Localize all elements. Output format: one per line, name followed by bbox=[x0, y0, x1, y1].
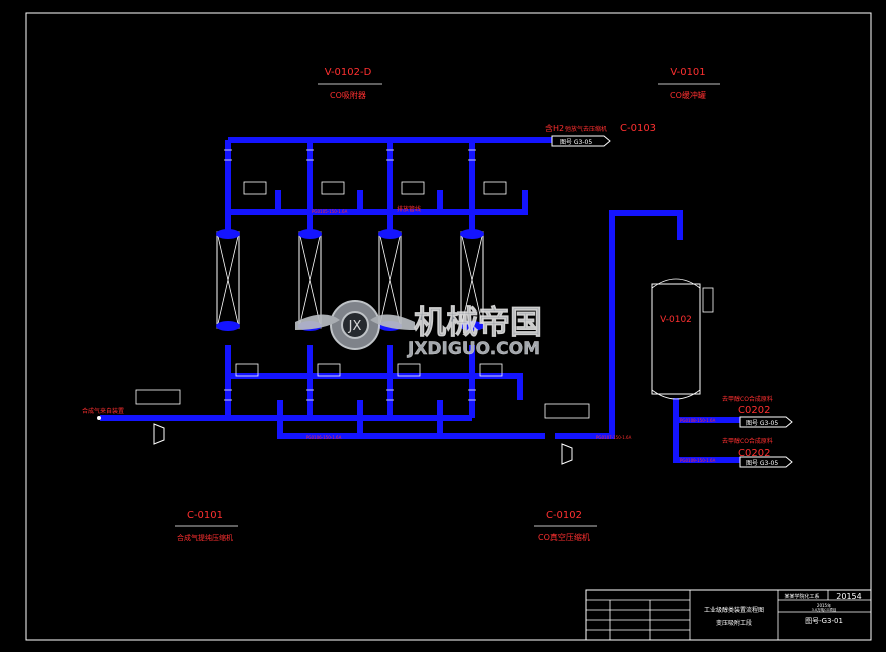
gear-logo-icon: JX bbox=[295, 300, 415, 350]
line-labels: PG0105-150-1.6A PG0106-150-1.6A PG0107-1… bbox=[306, 209, 716, 463]
line-label-4: PG0108-150-1.6A bbox=[680, 418, 716, 423]
title-block-number: 20154 bbox=[836, 592, 861, 601]
stream-co-out-1-label: 去甲醇CO合成原料 bbox=[722, 395, 773, 403]
stream-co-out-2: 去甲醇CO合成原料 C0202 图号 G3-05 bbox=[722, 437, 793, 468]
tag-v0102-d: V-0102-D CO吸附器 bbox=[318, 67, 382, 100]
tag-v0101-text: V-0101 bbox=[670, 67, 705, 78]
title-block-school: 某某学院化工系 bbox=[784, 593, 819, 600]
title-block: 某某学院化工系 20154 2015年 3.0万吨CO项目 工业级醇类装置流程图… bbox=[585, 589, 872, 641]
stream-co-out-1: 去甲醇CO合成原料 C0202 图号 G3-05 bbox=[722, 395, 793, 428]
watermark-en: JXDIGUO.COM bbox=[407, 339, 540, 359]
vessel-v0102: V-0102 bbox=[651, 278, 714, 400]
tag-v0102-d-text: V-0102-D bbox=[325, 67, 372, 78]
line-label-2: PG0106-150-1.6A bbox=[306, 435, 342, 440]
tag-c0101-text: C-0101 bbox=[187, 510, 223, 521]
stream-co-out-1-ref: 图号 G3-05 bbox=[746, 420, 778, 427]
tag-v0101: V-0101 CO缓冲罐 bbox=[658, 67, 720, 100]
tag-c0101-desc: 合成气提纯压缩机 bbox=[177, 533, 233, 542]
stream-top-outlet-ref: 图号 G3-05 bbox=[560, 139, 592, 146]
stream-mid-label: 排放管线 bbox=[397, 205, 421, 213]
title-block-rev: 2015年 bbox=[817, 602, 831, 608]
tag-c0101: C-0101 合成气提纯压缩机 bbox=[175, 510, 238, 542]
stream-feed: 合成气来自装置 bbox=[82, 407, 124, 420]
stream-top-outlet-to: C-0103 bbox=[620, 123, 656, 134]
stream-top-outlet-label: 含H2 bbox=[545, 123, 564, 133]
stream-mid: 排放管线 bbox=[397, 205, 421, 213]
title-block-title-2: 变压吸附工段 bbox=[716, 619, 752, 627]
tag-v0102-d-desc: CO吸附器 bbox=[330, 90, 366, 100]
stream-co-out-2-to: C0202 bbox=[738, 448, 770, 459]
watermark: JX 机械帝国 JXDIGUO.COM bbox=[295, 300, 542, 359]
valve-clusters bbox=[135, 149, 590, 419]
stream-co-out-2-label: 去甲醇CO合成原料 bbox=[722, 437, 773, 445]
adsorber-c bbox=[378, 229, 402, 331]
svg-text:JX: JX bbox=[348, 319, 362, 334]
stream-feed-label: 合成气来自装置 bbox=[82, 407, 124, 415]
adsorber-d bbox=[460, 229, 484, 331]
compressor-c0101 bbox=[153, 423, 165, 445]
line-label-5: PG0109-150-1.6A bbox=[680, 458, 716, 463]
tag-c0102: C-0102 CO真空压缩机 bbox=[534, 510, 597, 542]
watermark-cn: 机械帝国 bbox=[414, 303, 542, 341]
tag-c0102-text: C-0102 bbox=[546, 510, 582, 521]
adsorber-columns bbox=[216, 229, 484, 331]
stream-top-outlet-desc: 弛放气去压缩机 bbox=[565, 125, 607, 133]
title-block-drawing-no: 图号-G3-01 bbox=[805, 617, 843, 625]
drawing-frame bbox=[25, 12, 872, 641]
title-block-ref: 3.0万吨CO项目 bbox=[812, 607, 837, 612]
title-block-title-1: 工业级醇类装置流程图 bbox=[704, 606, 764, 614]
compressor-c0102 bbox=[561, 443, 573, 465]
stream-co-out-1-to: C0202 bbox=[738, 405, 770, 416]
stream-top-outlet: 含H2 弛放气去压缩机 C-0103 图号 G3-05 bbox=[545, 123, 656, 147]
line-label-1: PG0105-150-1.6A bbox=[312, 209, 348, 214]
tag-c0102-desc: CO真空压缩机 bbox=[538, 532, 590, 542]
stream-co-out-2-ref: 图号 G3-05 bbox=[746, 460, 778, 467]
line-label-3: PG0107-150-1.6A bbox=[596, 435, 632, 440]
vessel-v0102-tag: V-0102 bbox=[660, 315, 692, 325]
pipelines bbox=[100, 137, 760, 463]
adsorber-a bbox=[216, 229, 240, 331]
tag-v0101-desc: CO缓冲罐 bbox=[670, 90, 706, 100]
